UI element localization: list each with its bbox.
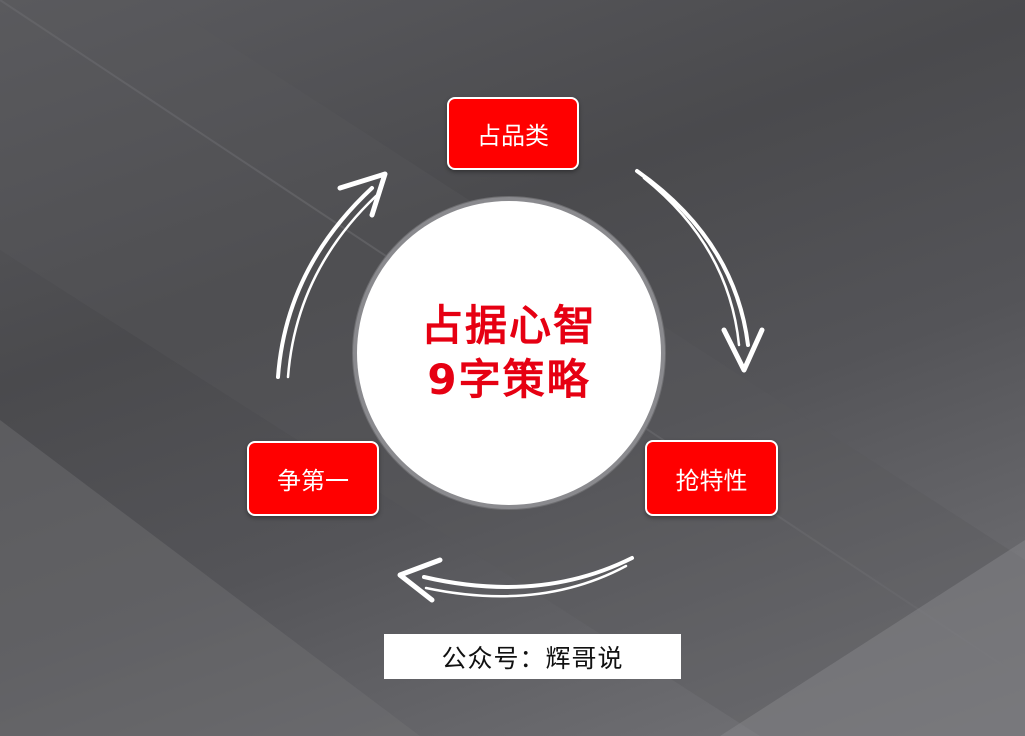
arrow-top-to-right <box>635 169 765 373</box>
arrow-right-to-left <box>397 556 634 603</box>
node-compete-first: 争第一 <box>247 441 379 516</box>
footer-account-label: 公众号：辉哥说 <box>384 634 681 679</box>
arrow-left-to-top <box>276 171 388 379</box>
center-title-line-2: 9字策略 <box>427 355 591 404</box>
center-circle: 占据心智 9字策略 <box>357 201 661 505</box>
node-grab-feature: 抢特性 <box>645 440 778 516</box>
node-occupy-category: 占品类 <box>447 97 579 170</box>
center-title-line-1: 占据心智 <box>420 301 597 350</box>
